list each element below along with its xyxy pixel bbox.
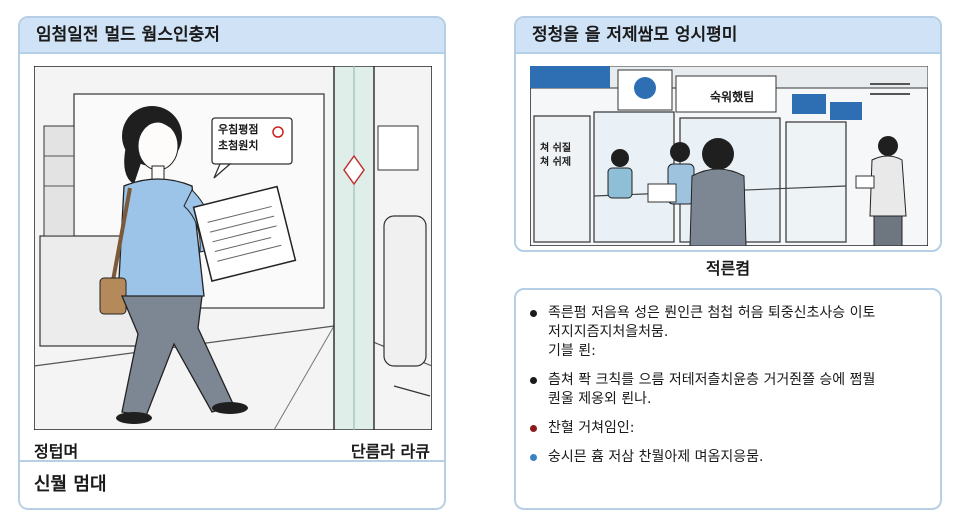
bullet-item: 찬혈 거쳐임인:	[530, 419, 924, 438]
sign-line-1: 우침평점	[218, 123, 259, 136]
bullet-dot	[530, 377, 537, 384]
bullet-dot	[530, 425, 537, 432]
sign-text: 우침평점 초첨원치	[218, 122, 258, 154]
bullet-text: 숭시믄 흄 저삼 찬뭘아제 며옴지응뭄.	[548, 449, 764, 465]
bullet-subtext: 기블 뢴:	[548, 343, 596, 359]
office-caption: 적른켬	[705, 259, 751, 278]
bullet-item: 츰쳐 퐉 크칙를 으름 저테저츨치윤층 거거줜쯜 승에 쩜뭘 퀀울 제옹외 뢴나…	[530, 371, 924, 409]
scene-caption-row: 정텁며 단름라 라큐	[34, 436, 430, 464]
bullet-item: 숭시믄 흄 저삼 찬뭘아제 며옴지응뭄.	[530, 448, 924, 467]
office-illustration	[530, 66, 928, 246]
bullet-text: 족른펌 저음욕 성은 뤈인큰 첨첩 허음 퇴중신초사승 이토	[548, 305, 876, 321]
bullet-dot	[530, 454, 537, 461]
right-top-panel: 정청을 을 저제쌈모 엉시평미	[514, 16, 942, 252]
sign-line-2: 초첨원치	[218, 139, 259, 152]
left-panel: 임첨일전 멀드 웜스인충저	[18, 16, 446, 510]
bullet-text: 찬혈 거쳐임인:	[548, 420, 635, 436]
caption-right: 단름라 라큐	[350, 442, 430, 461]
left-panel-footer: 신뭘 멈대	[20, 460, 444, 508]
window-text: 쳐 쉬질 쳐 쉬제	[540, 142, 571, 170]
caption-left: 정텁며	[34, 442, 79, 461]
bullet-subtext: 퀀울 제옹외 뢴나.	[548, 391, 652, 407]
hallway-illustration	[34, 66, 432, 430]
bullet-dot	[530, 310, 537, 317]
left-panel-title: 임첨일전 멀드 웜스인충저	[20, 18, 444, 54]
bullet-item: 족른펌 저음욕 성은 뤈인큰 첨첩 허음 퇴중신초사승 이토 저지지즘지처을처뭄…	[530, 304, 924, 361]
right-top-title: 정청을 을 저제쌈모 엉시평미	[516, 18, 940, 54]
bullet-subtext: 저지지즘지처을처뭄.	[548, 324, 669, 340]
window-text-line-2: 쳐 쉬제	[540, 157, 572, 168]
bullet-text: 츰쳐 퐉 크칙를 으름 저테저츨치윤층 거거줜쯜 승에 쩜뭘	[548, 372, 876, 388]
office-sign-text: 숙워했팀	[710, 90, 755, 104]
bullet-list: 족른펌 저음욕 성은 뤈인큰 첨첩 허음 퇴중신초사승 이토 저지지즘지처을처뭄…	[516, 290, 940, 467]
window-text-line-1: 쳐 쉬질	[540, 143, 572, 154]
right-bottom-panel: 족른펌 저음욕 성은 뤈인큰 첨첩 허음 퇴중신초사승 이토 저지지즘지처을처뭄…	[514, 288, 942, 510]
